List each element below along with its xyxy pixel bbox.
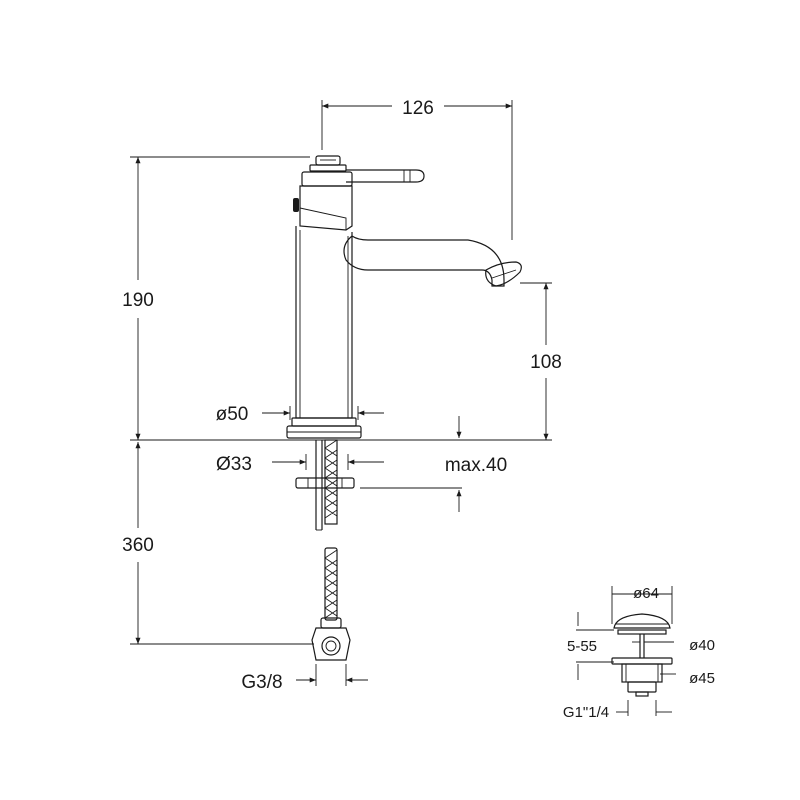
waste-dimensions: ø64 5-55 ø40 ø45 G1"1/4: [563, 585, 715, 721]
hose-thread-label: G3/8: [241, 672, 282, 693]
faucet-hose-nut: [311, 627, 351, 661]
faucet-top-knob: [315, 155, 341, 166]
waste-thread-label: G1"1/4: [563, 704, 609, 721]
total-height-label: 190: [122, 290, 154, 311]
faucet-mounting-nut: [295, 477, 355, 489]
faucet-aerator: [485, 261, 522, 287]
waste-thread-section: [627, 681, 657, 693]
faucet-body-column: [295, 226, 353, 419]
faucet-drawing: [286, 155, 522, 661]
faucet-top-ring: [309, 164, 347, 172]
faucet-hose-lower: [324, 547, 338, 621]
spout-height-label: 108: [530, 352, 562, 373]
faucet-base-ring: [291, 417, 357, 427]
spout-reach-label: 126: [402, 98, 434, 119]
waste-valve-drawing: [611, 613, 673, 697]
waste-flange: [611, 657, 673, 665]
waste-body: [621, 663, 663, 683]
inner-diameter-label: ø40: [689, 637, 715, 654]
waste-cap: [613, 613, 671, 629]
faucet-dimensions: 126 190 108 ø50 Ø33 max.40 36: [122, 98, 562, 693]
faucet-lever-handle: [346, 169, 425, 183]
shank-diameter-label: Ø33: [216, 454, 252, 475]
cap-diameter-label: ø64: [633, 585, 659, 602]
faucet-spout: [343, 235, 505, 287]
clamp-range-label: 5-55: [567, 638, 597, 655]
faucet-cartridge-ring: [301, 171, 353, 187]
max-deck-label: max.40: [445, 455, 507, 476]
hose-length-label: 360: [122, 535, 154, 556]
body-diameter-label: ø50: [216, 404, 249, 425]
faucet-head-housing: [299, 185, 353, 231]
flange-diameter-label: ø45: [689, 670, 715, 687]
